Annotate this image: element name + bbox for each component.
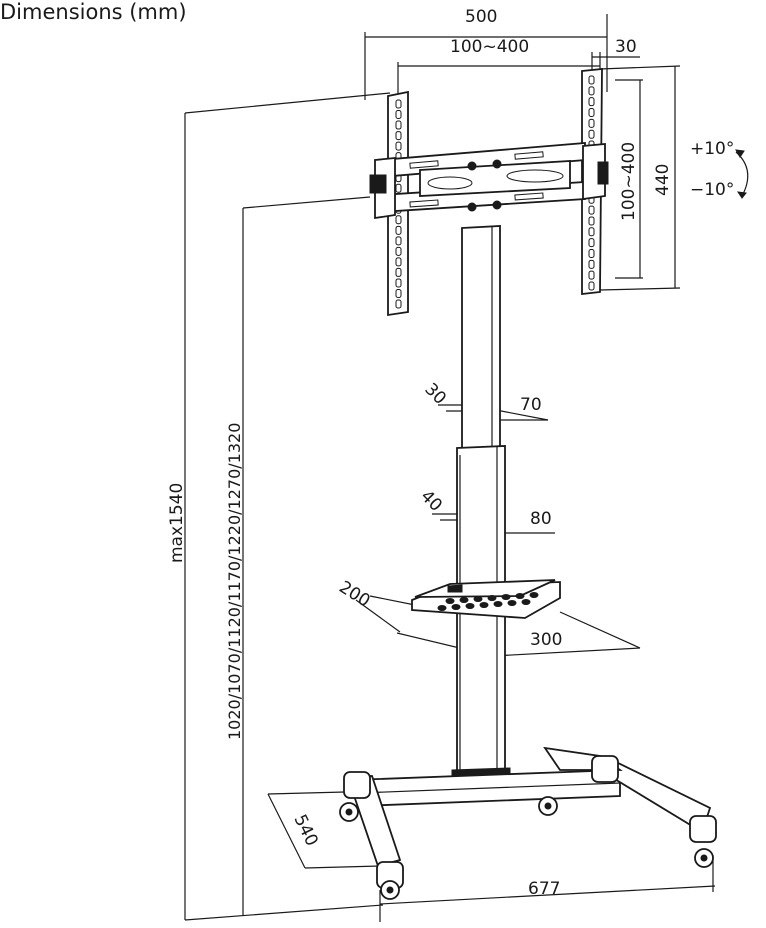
bracket-hole <box>588 86 595 96</box>
label-vesa-horizontal: 100~400 <box>450 37 529 57</box>
bracket-hole <box>588 108 595 118</box>
shelf-vent-hole <box>501 594 511 600</box>
shelf-vent-hole <box>451 604 461 610</box>
bracket-hole <box>395 120 402 130</box>
bracket-hole <box>395 131 402 141</box>
bracket-hole <box>588 248 595 258</box>
bracket-hole <box>395 257 402 267</box>
bracket-hole <box>588 205 595 215</box>
bracket-hole <box>588 238 595 248</box>
bracket-hole <box>395 215 402 225</box>
bracket-hole <box>588 97 595 107</box>
bracket-hole <box>395 141 402 151</box>
bracket-hole <box>588 75 595 85</box>
bracket-hole <box>395 288 402 298</box>
shelf-vent-hole <box>493 601 503 607</box>
label-column-width-lower: 80 <box>530 509 552 529</box>
shelf-vent-hole <box>479 602 489 608</box>
bracket-hole <box>395 99 402 109</box>
label-base-depth: 540 <box>290 811 322 849</box>
shelf-vent-hole <box>473 596 483 602</box>
shelf-vent-hole <box>459 597 469 603</box>
shelf-vent-hole <box>465 603 475 609</box>
label-tilt-down: −10° <box>690 180 734 200</box>
bracket-hole <box>588 129 595 139</box>
shelf-vent-hole <box>445 598 455 604</box>
dimension-lines <box>184 14 749 922</box>
bracket-hole <box>588 216 595 226</box>
label-column-width-upper: 70 <box>520 395 542 415</box>
bracket-hole <box>395 110 402 120</box>
casters <box>339 796 714 900</box>
label-tilt-up: +10° <box>690 139 734 159</box>
diagram-title: Dimensions (mm) <box>0 0 187 24</box>
label-height-max: max1540 <box>167 483 187 563</box>
tv-mount-bracket <box>369 68 609 317</box>
column <box>451 225 511 785</box>
bracket-hole <box>588 118 595 128</box>
label-height-options: 1020/1070/1120/1170/1220/1270/1320 <box>225 423 244 740</box>
label-base-width: 677 <box>528 879 560 899</box>
bracket-hole <box>395 225 402 235</box>
shelf-vent-hole <box>515 593 525 599</box>
bracket-hole <box>588 227 595 237</box>
label-bracket-height: 440 <box>653 164 673 196</box>
shelf-vent-hole <box>487 595 497 601</box>
label-shelf-depth: 200 <box>335 577 373 611</box>
base <box>343 746 717 889</box>
bracket-hole <box>588 281 595 291</box>
shelf-vent-hole <box>521 599 531 605</box>
bracket-hole <box>395 278 402 288</box>
label-vesa-vertical: 100~400 <box>619 142 639 221</box>
bracket-hole <box>395 246 402 256</box>
shelf-vent-hole <box>529 592 539 598</box>
bracket-hole <box>395 267 402 277</box>
bracket-hole <box>395 299 402 309</box>
bracket-hole <box>588 270 595 280</box>
bracket-hole <box>395 236 402 246</box>
label-column-depth-lower: 40 <box>416 486 445 515</box>
bracket-hole <box>588 259 595 269</box>
bracket-hole <box>395 183 402 193</box>
shelf <box>411 579 561 619</box>
shelf-vent-hole <box>437 605 447 611</box>
label-width-total: 500 <box>465 7 497 27</box>
label-shelf-width: 300 <box>530 630 562 650</box>
shelf-vent-hole <box>507 600 517 606</box>
label-offset: 30 <box>615 37 637 57</box>
